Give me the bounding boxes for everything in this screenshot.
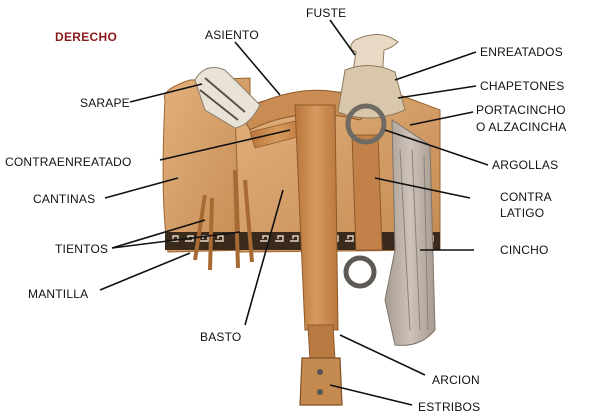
leader-fuste <box>330 20 355 55</box>
basto-strap <box>295 105 338 330</box>
label-sarape: SARAPE <box>80 96 130 110</box>
label-estribos: ESTRIBOS <box>418 400 480 414</box>
contra-latigo <box>352 135 382 250</box>
arcion-strap <box>308 325 335 360</box>
horn-neck <box>338 65 405 118</box>
leader-chapetones <box>398 86 476 98</box>
label-arcion: ARCION <box>432 373 480 387</box>
label-fuste: FUSTE <box>306 6 346 20</box>
label-contra-latigo-line1: CONTRA <box>500 190 552 204</box>
side-label: DERECHO <box>55 30 117 44</box>
label-cincho: CINCHO <box>500 243 549 257</box>
label-cantinas: CANTINAS <box>33 192 95 206</box>
label-tientos: TIENTOS <box>55 242 108 256</box>
estribo-stirrup <box>300 358 342 405</box>
label-contraenreatado: CONTRAENREATADO <box>5 155 132 169</box>
leader-mantilla <box>100 253 190 290</box>
label-chapetones: CHAPETONES <box>480 79 564 93</box>
label-portacincho-line1: PORTACINCHO <box>476 103 566 117</box>
label-enreatados: ENREATADOS <box>480 45 563 59</box>
label-portacincho-line2: O ALZACINCHA <box>476 120 566 134</box>
label-asiento: ASIENTO <box>205 28 259 42</box>
argolla-ring-lower <box>346 258 374 286</box>
label-argollas: ARGOLLAS <box>492 158 558 172</box>
label-contra-latigo-line2: LATIGO <box>500 206 544 220</box>
label-basto: BASTO <box>200 330 241 344</box>
label-mantilla: MANTILLA <box>28 287 88 301</box>
leader-enreatados <box>395 52 476 80</box>
